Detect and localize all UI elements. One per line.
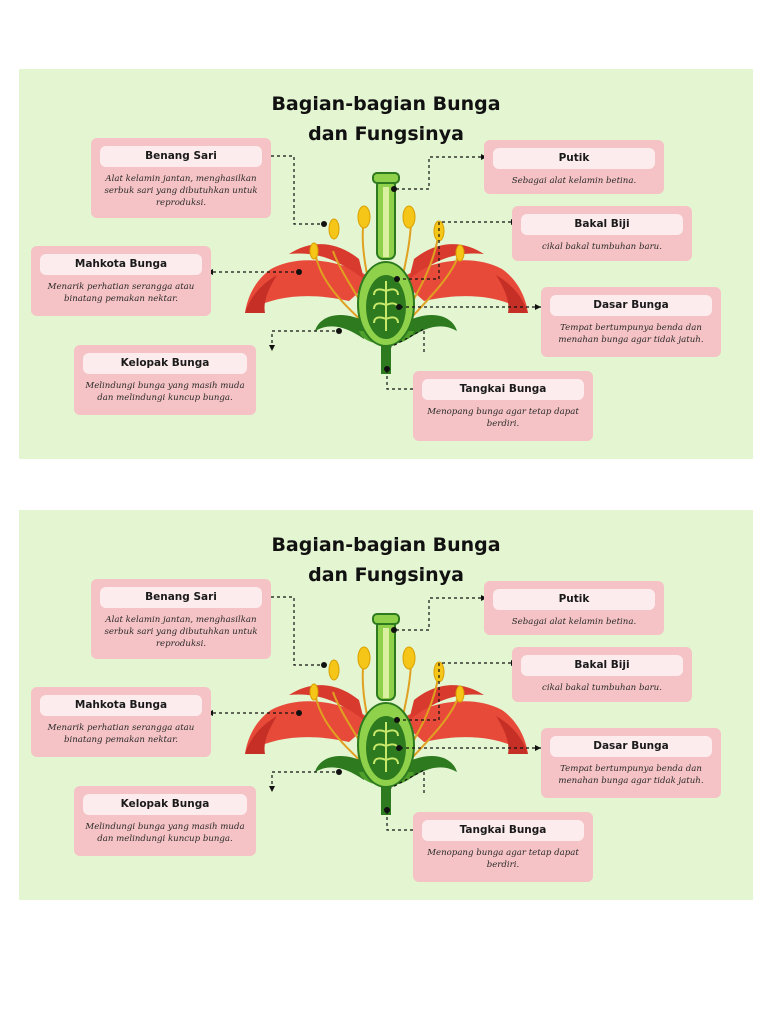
petal-right-dark [496,275,528,313]
card-title: Bakal Biji [521,655,683,676]
card-desc: Alat kelamin jantan, menghasilkan serbuk… [104,174,258,208]
card-tangkai-bunga: Tangkai Bunga Menopang bunga agar tetap … [413,371,593,441]
sepal-left [315,315,371,339]
diagram-panel-1: Bagian-bagian Bunga dan Fungsinya [19,69,753,459]
card-desc: Menopang bunga agar tetap dapat berdiri. [427,407,579,429]
card-desc: Menarik perhatian serangga atau binatang… [47,723,195,745]
card-title: Putik [493,148,655,169]
petal-left [245,260,374,313]
card-title: Benang Sari [100,146,262,167]
card-desc: Tempat bertumpunya benda dan menahan bun… [558,764,704,786]
diagram-title: Bagian-bagian Bunga dan Fungsinya [271,534,501,586]
card-desc: Alat kelamin jantan, menghasilkan serbuk… [104,615,258,649]
flower-illustration [245,613,528,815]
card-title: Mahkota Bunga [40,254,202,275]
card-desc: Menarik perhatian serangga atau binatang… [47,282,195,304]
diagram-title: Bagian-bagian Bunga dan Fungsinya [271,93,501,145]
card-title: Tangkai Bunga [422,379,584,400]
card-bakal-biji: Bakal Biji cikal bakal tumbuhan baru. [512,647,692,702]
card-kelopak-bunga: Kelopak Bunga Melindungi bunga yang masi… [74,786,256,856]
petal-right [399,260,528,313]
card-desc: cikal bakal tumbuhan baru. [542,242,662,252]
card-desc: cikal bakal tumbuhan baru. [542,683,662,693]
card-desc: Menopang bunga agar tetap dapat berdiri. [427,848,579,870]
card-title: Putik [493,589,655,610]
stalk [381,344,391,374]
card-title: Tangkai Bunga [422,820,584,841]
petal-left-dark [245,275,277,313]
diagram-panel-2: Bagian-bagian Bunga dan Fungsinya [19,510,753,900]
card-benang-sari: Benang Sari Alat kelamin jantan, menghas… [91,138,271,218]
card-title: Dasar Bunga [550,736,712,757]
card-benang-sari: Benang Sari Alat kelamin jantan, menghas… [91,579,271,659]
card-desc: Melindungi bunga yang masih muda dan mel… [85,822,245,844]
card-desc: Sebagai alat kelamin betina. [511,176,637,186]
card-kelopak-bunga: Kelopak Bunga Melindungi bunga yang masi… [74,345,256,415]
card-tangkai-bunga: Tangkai Bunga Menopang bunga agar tetap … [413,812,593,882]
card-title: Kelopak Bunga [83,353,247,374]
card-mahkota-bunga: Mahkota Bunga Menarik perhatian serangga… [31,687,211,757]
card-title: Dasar Bunga [550,295,712,316]
card-title: Mahkota Bunga [40,695,202,716]
card-desc: Sebagai alat kelamin betina. [511,617,637,627]
petal-back-left [289,244,364,279]
card-putik: Putik Sebagai alat kelamin betina. [484,581,664,635]
card-title: Kelopak Bunga [83,794,247,815]
card-bakal-biji: Bakal Biji cikal bakal tumbuhan baru. [512,206,692,261]
connector-lines [207,153,541,392]
card-dasar-bunga: Dasar Bunga Tempat bertumpunya benda dan… [541,728,721,798]
card-mahkota-bunga: Mahkota Bunga Menarik perhatian serangga… [31,246,211,316]
card-desc: Tempat bertumpunya benda dan menahan bun… [558,323,704,345]
flower-illustration [245,172,528,374]
card-putik: Putik Sebagai alat kelamin betina. [484,140,664,194]
card-title: Bakal Biji [521,214,683,235]
sepal-right [401,315,457,339]
petal-back-right [409,244,484,279]
card-title: Benang Sari [100,587,262,608]
card-desc: Melindungi bunga yang masih muda dan mel… [85,381,245,403]
card-dasar-bunga: Dasar Bunga Tempat bertumpunya benda dan… [541,287,721,357]
